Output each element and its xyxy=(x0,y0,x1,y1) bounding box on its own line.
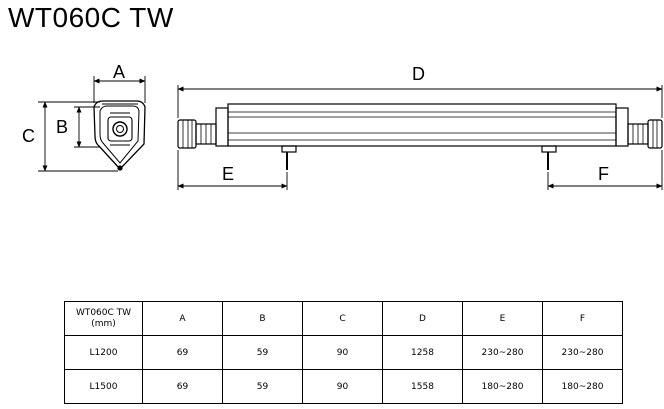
table-header-model-line2: (mm) xyxy=(91,318,116,329)
table-row: L1500 69 59 90 1558 180~280 180~280 xyxy=(64,369,623,404)
table-row: L1200 69 59 90 1258 230~280 230~280 xyxy=(64,335,623,370)
dim-label-e: E xyxy=(222,164,234,184)
table-cell: 230~280 xyxy=(462,335,543,370)
table-cell: 1558 xyxy=(382,369,463,404)
technical-drawing: A B C xyxy=(22,62,663,190)
end-view-dimensions xyxy=(38,76,146,172)
table-header-e: E xyxy=(462,301,543,336)
table-header-d: D xyxy=(382,301,463,336)
table-cell: 180~280 xyxy=(542,369,623,404)
table-cell: 59 xyxy=(222,369,303,404)
table-header-f: F xyxy=(542,301,623,336)
table-cell: 1258 xyxy=(382,335,463,370)
end-view xyxy=(93,100,146,171)
dim-label-d: D xyxy=(412,64,425,84)
table-header-a: A xyxy=(142,301,223,336)
table-cell: 69 xyxy=(142,369,223,404)
page-title: WT060C TW xyxy=(8,2,174,33)
table-cell: 180~280 xyxy=(462,369,543,404)
table-cell: 90 xyxy=(302,369,383,404)
dim-label-f: F xyxy=(598,164,609,184)
table-header-row: WT060C TW (mm) A B C D E F xyxy=(64,301,623,336)
table-cell: 69 xyxy=(142,335,223,370)
side-view-dimensions xyxy=(177,85,663,190)
dim-label-c: C xyxy=(22,126,35,146)
dim-label-a: A xyxy=(113,62,125,82)
table-cell: 90 xyxy=(302,335,383,370)
spec-table: WT060C TW (mm) A B C D E F L1200 69 59 9… xyxy=(64,301,623,404)
table-header-model: WT060C TW (mm) xyxy=(64,301,143,336)
dim-label-b: B xyxy=(56,117,68,137)
table-header-model-line1: WT060C TW xyxy=(75,307,132,318)
table-cell-model: L1200 xyxy=(64,335,143,370)
table-cell: 59 xyxy=(222,335,303,370)
table-cell: 230~280 xyxy=(542,335,623,370)
table-header-b: B xyxy=(222,301,303,336)
side-view xyxy=(177,103,663,170)
table-cell-model: L1500 xyxy=(64,369,143,404)
table-header-c: C xyxy=(302,301,383,336)
